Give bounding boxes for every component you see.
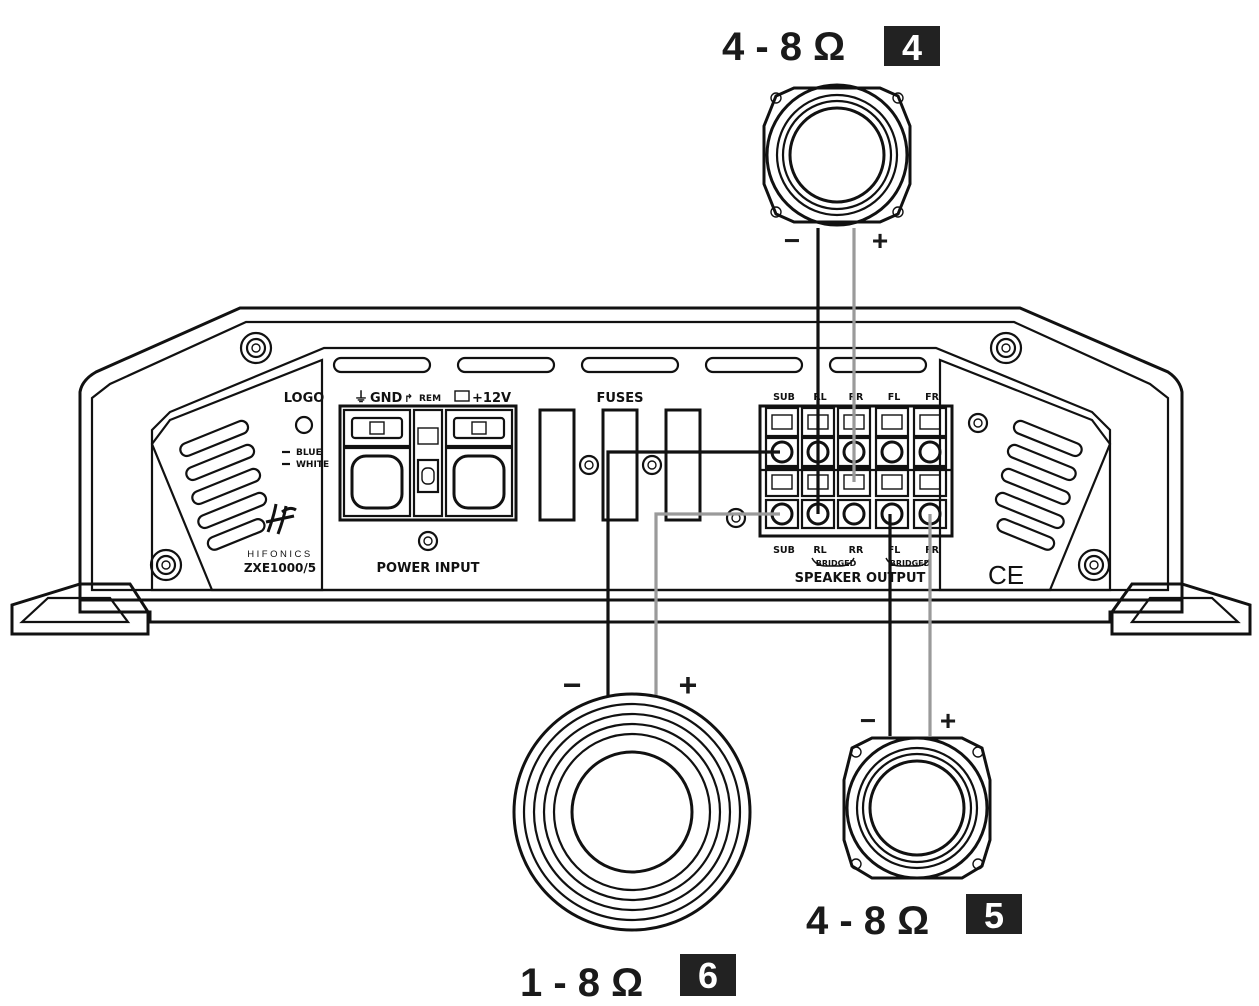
speaker-4: − + 4 - 8 Ω 4 [722,25,940,256]
terminal-post[interactable] [842,502,866,526]
speaker-5-impedance: 4 - 8 Ω [806,899,929,943]
speaker-5-plus: + [940,705,956,736]
terminal-screw[interactable] [881,474,903,490]
top-channel-rr: RR [849,392,864,403]
remote-icon: ↱ [404,392,413,405]
terminal-post[interactable] [918,440,942,464]
top-vents [332,356,928,374]
speaker-4-badge [884,26,940,66]
gnd-icon: ⏚ [354,390,368,406]
power-input-block: ⏚ GND ↱ REM +12V POWER INPUT [338,390,518,576]
left-vents [179,419,268,551]
model-name: ZXE1000/5 [244,561,316,575]
fuse-3[interactable] [664,408,702,522]
right-vents [994,419,1083,551]
speaker-6-badge [680,954,736,996]
bridged-label-rear: BRIDGED [816,559,857,568]
terminal-cell [912,406,948,438]
speaker-5-badge [966,894,1022,934]
speaker-6-plus: + [679,667,698,703]
terminal-post[interactable] [880,502,904,526]
gnd-terminal[interactable] [350,454,404,510]
speaker-6: − + 1 - 8 Ω 6 [512,667,752,1005]
ce-mark: CE [988,560,1024,590]
wire-spk6-positive [654,512,780,700]
terminal-cell [912,466,948,498]
speaker-output-label: SPEAKER OUTPUT [795,571,926,586]
terminal-screw[interactable] [771,414,793,430]
speaker-5: − + 4 - 8 Ω 5 [806,705,1022,943]
speaker-5-id: 5 [984,895,1004,936]
logo-switch[interactable] [294,415,314,435]
speaker-4-impedance: 4 - 8 Ω [722,25,845,69]
terminal-cell [874,436,910,468]
terminal-screw[interactable] [919,414,941,430]
speaker-4-plus: + [872,225,888,256]
gnd-label: GND [370,391,403,406]
terminal-screw[interactable] [881,414,903,430]
hifonics-logo-icon [265,503,297,535]
screw-bottom-left [149,548,183,582]
terminal-screw[interactable] [919,474,941,490]
wire-spk6-negative [606,450,780,700]
screw-bottom-right [1077,548,1111,582]
bridged-label-front: BRIDGED [890,559,931,568]
fuses-block: FUSES [538,391,747,529]
plus12v-terminal[interactable] [452,454,506,510]
terminal-cell [912,436,948,468]
wires [606,228,932,736]
speaker-6-minus: − [563,667,582,703]
speaker-5-minus: − [860,705,876,736]
top-channel-rl: RL [813,392,826,403]
bottom-channel-fl: FL [888,545,901,556]
fuse-1[interactable] [538,408,576,522]
rem-label: REM [419,394,441,404]
logo-white-label: WHITE [296,460,329,470]
terminal-cell [874,498,910,530]
top-channel-fr: FR [925,392,939,403]
terminal-cell [764,466,800,498]
speaker-4-minus: − [784,225,800,256]
bottom-channel-sub: SUB [773,545,795,556]
power-input-label: POWER INPUT [376,561,479,576]
logo-label: LOGO [284,391,325,406]
speaker-output-block: SUB RL RR FL FR SUB RL RR FL FR BRIDGED … [758,392,989,586]
speaker-4-id: 4 [902,27,922,68]
top-channel-sub: SUB [773,392,795,403]
bottom-channel-rl: RL [813,545,826,556]
logo-blue-label: BLUE [296,448,322,458]
speaker-6-id: 6 [698,955,718,996]
plus12v-label: +12V [472,391,511,406]
rem-terminal[interactable] [421,467,435,485]
terminal-cell [874,406,910,438]
bottom-channel-fr: FR [925,545,939,556]
screw-top-left [239,331,273,365]
screw-top-right [989,331,1023,365]
terminal-cell [874,466,910,498]
terminal-cell [764,406,800,438]
fuses-label: FUSES [596,391,643,406]
speaker-6-impedance: 1 - 8 Ω [520,961,643,1005]
battery-icon [454,390,470,402]
bottom-channel-rr: RR [849,545,864,556]
terminal-screw[interactable] [771,474,793,490]
terminal-cell [836,498,872,530]
amplifier: LOGO BLUE WHITE HIFONICS ZXE1000/5 ⏚ GND… [10,306,1252,636]
brand-name: HIFONICS [247,549,312,560]
fuse-2[interactable] [601,408,639,522]
top-channel-fl: FL [888,392,901,403]
terminal-post[interactable] [880,440,904,464]
